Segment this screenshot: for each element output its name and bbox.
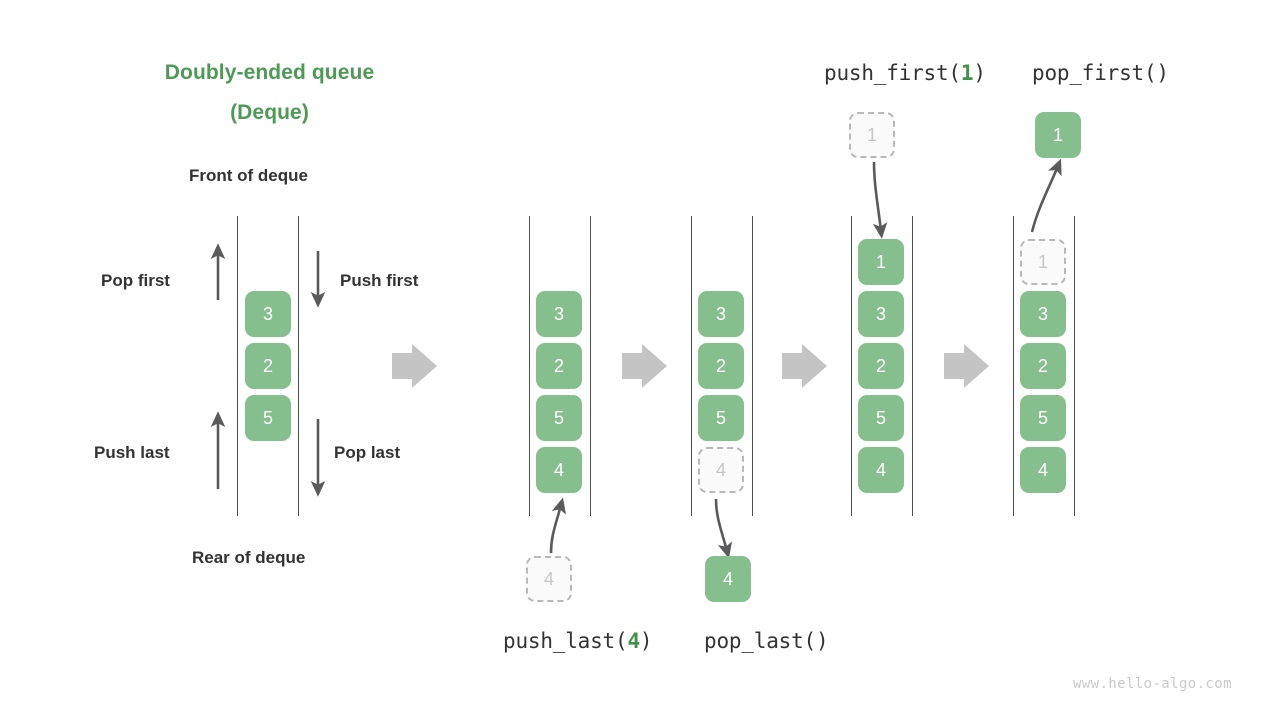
stack-2-cells: 3 2 5 4	[536, 291, 582, 493]
push-last-source-cell: 4	[526, 556, 572, 602]
push-first-flow-arrow	[872, 161, 888, 239]
stack-3-rail-right	[752, 216, 753, 516]
pop-last-flow-arrow	[714, 498, 732, 559]
push-last-label: Push last	[94, 443, 170, 462]
stack-4-cells: 1 3 2 5 4	[858, 239, 904, 493]
push-last-operation-label: push_last(4)	[503, 629, 653, 653]
stack-4-rail-right	[912, 216, 913, 516]
stack-2-rail-right	[590, 216, 591, 516]
stack-cell: 5	[858, 395, 904, 441]
page-title-line2: (Deque)	[230, 101, 309, 124]
stack-1-rail-right	[298, 216, 299, 516]
pop-first-result-cell: 1	[1035, 112, 1081, 158]
pop-last-result-cell: 4	[705, 556, 751, 602]
pop-first-label: Pop first	[101, 271, 170, 290]
stack-cell-ghost: 4	[698, 447, 744, 493]
stack-cell: 3	[698, 291, 744, 337]
pop-last-label: Pop last	[334, 443, 401, 462]
stack-4-rail-left	[851, 216, 852, 516]
page-title-line1: Doubly-ended queue	[164, 61, 375, 84]
transition-arrow-1	[392, 344, 437, 388]
pop-last-operation-label: pop_last()	[704, 629, 829, 653]
stack-5-cells: 1 3 2 5 4	[1020, 239, 1066, 493]
pop-first-operation-label: pop_first()	[1032, 61, 1169, 85]
push-first-op-arg: 1	[960, 61, 974, 85]
stack-3-rail-left	[691, 216, 692, 516]
stack-cell: 2	[245, 343, 291, 389]
stack-1-rail-left	[237, 216, 238, 516]
push-first-op-name: push_first(	[824, 61, 961, 85]
stack-cell: 2	[1020, 343, 1066, 389]
transition-arrow-2	[622, 344, 667, 388]
stack-1-cells: 3 2 5	[245, 291, 291, 441]
push-last-op-name: push_last(	[503, 629, 628, 653]
stack-cell: 4	[1020, 447, 1066, 493]
stack-cell: 5	[698, 395, 744, 441]
rear-of-deque-label: Rear of deque	[192, 548, 306, 567]
stack-cell: 1	[858, 239, 904, 285]
stack-cell: 5	[1020, 395, 1066, 441]
stack-5-rail-right	[1074, 216, 1075, 516]
stack-cell: 2	[536, 343, 582, 389]
stack-cell: 3	[536, 291, 582, 337]
push-first-operation-label: push_first(1)	[824, 61, 986, 85]
stack-cell: 3	[1020, 291, 1066, 337]
front-of-deque-label: Front of deque	[189, 166, 308, 185]
transition-arrow-4	[944, 344, 989, 388]
stack-3-cells: 3 2 5 4	[698, 291, 744, 493]
push-first-label: Push first	[340, 271, 419, 290]
stack-5-rail-left	[1013, 216, 1014, 516]
stack-cell: 5	[245, 395, 291, 441]
stack-cell: 3	[245, 291, 291, 337]
transition-arrow-3	[782, 344, 827, 388]
stack-cell: 4	[858, 447, 904, 493]
stack-cell-ghost: 1	[1020, 239, 1066, 285]
stack-cell: 5	[536, 395, 582, 441]
stack-cell: 4	[536, 447, 582, 493]
push-last-op-arg: 4	[627, 629, 640, 653]
push-first-op-close: )	[973, 61, 986, 85]
push-last-flow-arrow	[549, 497, 566, 554]
stack-cell: 3	[858, 291, 904, 337]
stack-cell: 2	[858, 343, 904, 389]
stack-2-rail-left	[529, 216, 530, 516]
push-last-op-close: )	[639, 629, 653, 653]
stack-cell: 2	[698, 343, 744, 389]
push-first-source-cell: 1	[849, 112, 895, 158]
watermark: www.hello-algo.com	[1073, 676, 1232, 692]
pop-first-flow-arrow	[1030, 158, 1062, 233]
